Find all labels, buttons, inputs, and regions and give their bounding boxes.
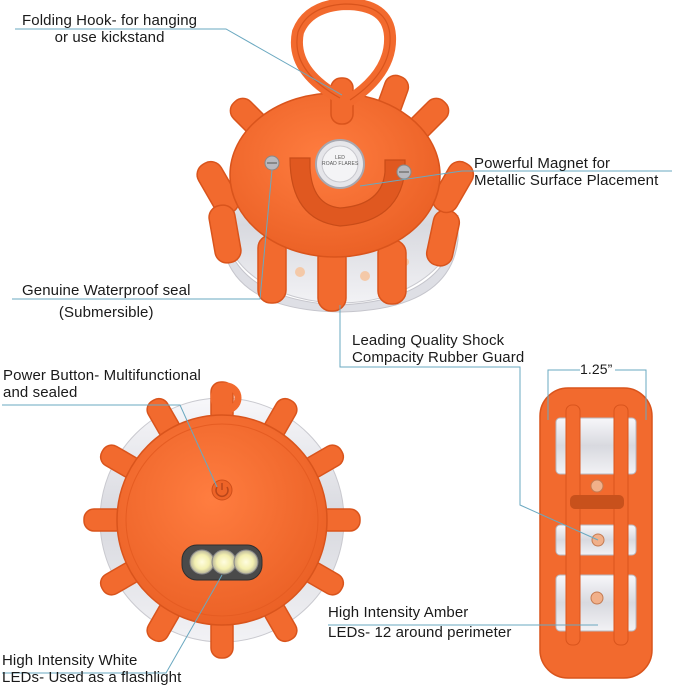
magnet-label-line1: LED [334,155,346,161]
callout-amber-line1: High Intensity Amber [328,604,469,621]
callout-white-line1: High Intensity White [2,652,138,669]
callout-power: Power Button- Multifunctional and sealed [3,367,201,401]
callout-hook-line2: or use kickstand [54,29,165,46]
callout-amber-line2: LEDs- 12 around perimeter [328,624,512,641]
callout-hook-line1: Folding Hook- for hanging [22,12,198,29]
top-flare [196,0,475,313]
callout-magnet: Powerful Magnet for Metallic Surface Pla… [474,155,658,189]
magnet-label: LED ROAD FLARES [322,155,358,167]
callout-magnet-line1: Powerful Magnet for [474,155,611,172]
callout-seal: Genuine Waterproof seal (Submersible) [22,282,191,321]
callout-dimension: 1.25” [580,361,612,378]
magnet-label-line2: ROAD FLARES [322,161,359,167]
callout-power-line2: and sealed [3,384,78,401]
callout-magnet-line2: Metallic Surface Placement [474,172,659,189]
callout-amber: High Intensity Amber LEDs- 12 around per… [328,604,511,641]
callout-guard: Leading Quality Shock Compacity Rubber G… [352,332,524,366]
bottom-flare [83,381,361,659]
callout-power-line1: Power Button- Multifunctional [3,367,201,384]
dimension-bracket [547,369,647,420]
callout-lines [2,28,672,674]
callout-white-line2: LEDs- Used as a flashlight [2,669,182,686]
side-flare [539,387,653,679]
dimension-width-label: 1.25” [580,361,613,377]
callout-guard-line1: Leading Quality Shock [352,332,505,349]
callout-seal-line2: (Submersible) [58,304,154,321]
callout-hook: Folding Hook- for hanging or use kicksta… [22,12,197,46]
callout-white: High Intensity White LEDs- Used as a fla… [2,652,181,686]
callout-guard-line2: Compacity Rubber Guard [352,349,525,366]
callout-seal-line1: Genuine Waterproof seal [22,282,191,299]
